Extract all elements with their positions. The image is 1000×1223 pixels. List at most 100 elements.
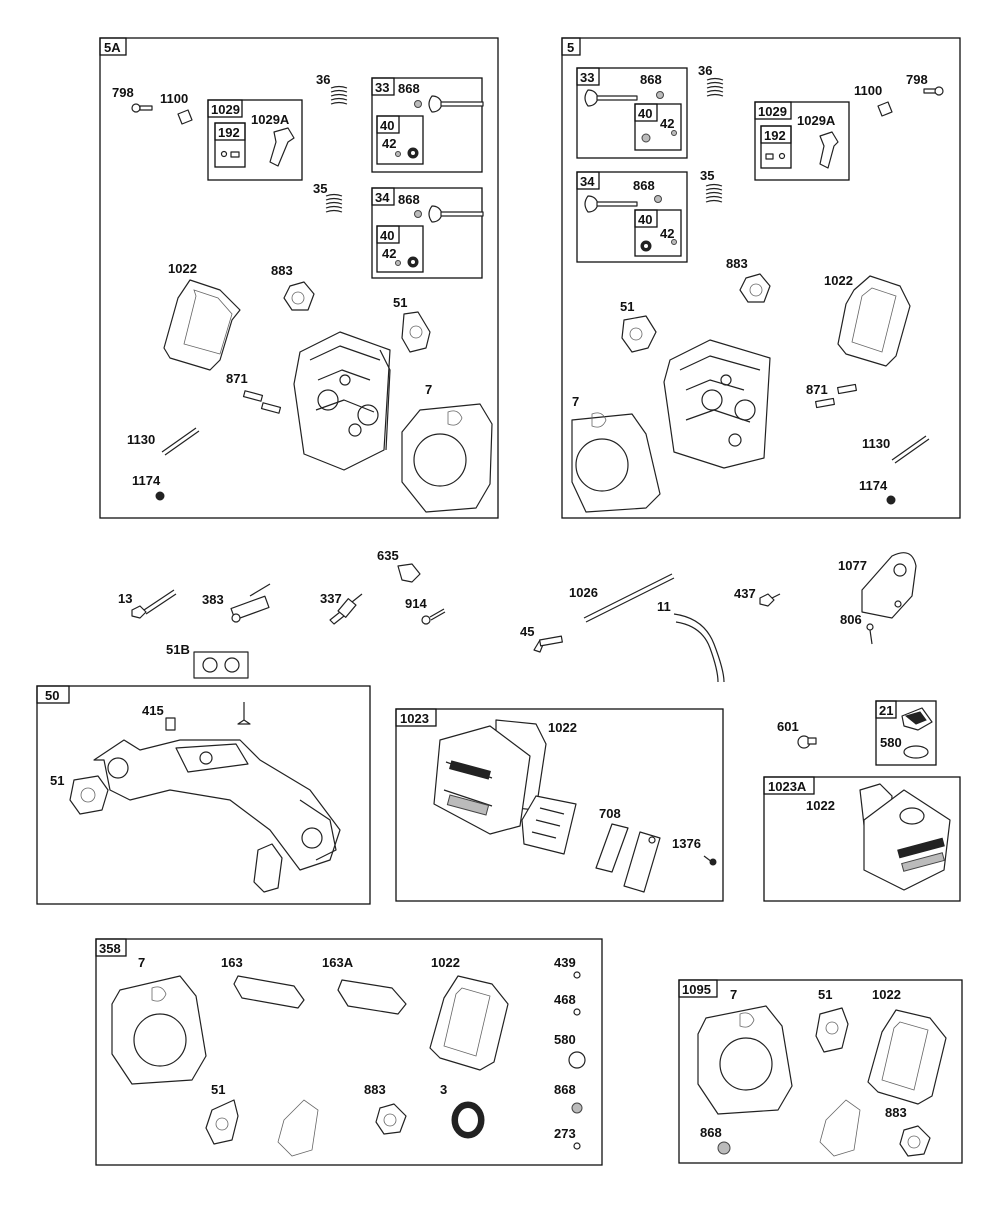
o-ring-icon bbox=[568, 1051, 586, 1069]
gasket-icon bbox=[163, 279, 241, 371]
gasket-icon bbox=[283, 281, 315, 311]
group-1095: 1095 7 51 1022 868 883 bbox=[678, 979, 963, 1164]
group-21-frame bbox=[875, 700, 937, 766]
gasket-icon bbox=[429, 975, 509, 1071]
bolt-icon bbox=[759, 593, 781, 607]
part-label: 42 bbox=[382, 136, 396, 151]
gasket-icon bbox=[815, 1007, 849, 1053]
group-5A-frame bbox=[99, 37, 499, 519]
part-label: 883 bbox=[726, 256, 748, 271]
part-label: 868 bbox=[398, 81, 420, 96]
screw-icon bbox=[703, 855, 717, 866]
subgroup-label: 40 bbox=[380, 118, 394, 133]
part-label: 1022 bbox=[548, 720, 577, 735]
valve-seal-icon bbox=[717, 1141, 731, 1155]
group-1023-frame bbox=[395, 708, 724, 902]
part-label: 51 bbox=[50, 773, 64, 788]
group-label: 358 bbox=[99, 941, 121, 956]
valve-cover-icon bbox=[863, 789, 951, 891]
dowel-icon bbox=[260, 402, 282, 414]
part-label: 868 bbox=[633, 178, 655, 193]
gasket-icon bbox=[739, 273, 771, 303]
pivot-icon bbox=[177, 109, 193, 125]
head-gasket-icon bbox=[111, 975, 207, 1085]
elbow-fitting-icon bbox=[397, 563, 421, 583]
bolt-icon bbox=[131, 103, 153, 113]
part-label: 601 bbox=[777, 719, 799, 734]
valve-seal-icon bbox=[640, 240, 652, 252]
gasket-icon bbox=[205, 1099, 239, 1145]
breather-icon bbox=[521, 795, 577, 855]
part-label: 7 bbox=[572, 394, 579, 409]
part-label: 1130 bbox=[862, 436, 890, 451]
gasket-icon bbox=[867, 1009, 947, 1105]
rocker-arm-icon bbox=[819, 131, 839, 169]
screw-icon bbox=[866, 623, 874, 645]
part-label: 580 bbox=[880, 735, 902, 750]
group-label: 21 bbox=[879, 703, 893, 718]
part-label: 1022 bbox=[824, 273, 853, 288]
part-label: 36 bbox=[698, 63, 712, 78]
subgroup-label: 40 bbox=[380, 228, 394, 243]
part-label: 415 bbox=[142, 703, 164, 718]
gasket-icon bbox=[401, 311, 431, 353]
part-label: 51 bbox=[620, 299, 634, 314]
part-label: 7 bbox=[138, 955, 145, 970]
gasket-icon bbox=[253, 843, 283, 893]
group-5: 5 33 868 40 42 36 798 1100 1029 1029A 19… bbox=[561, 37, 961, 519]
o-ring-icon bbox=[903, 745, 929, 759]
part-label: 914 bbox=[405, 596, 427, 611]
part-label: 868 bbox=[554, 1082, 576, 1097]
subgroup-label: 34 bbox=[375, 190, 390, 205]
pivot-icon bbox=[877, 101, 893, 117]
part-label: 42 bbox=[660, 226, 674, 241]
group-label: 50 bbox=[45, 688, 59, 703]
dowel-icon bbox=[837, 383, 857, 395]
part-label: 883 bbox=[271, 263, 293, 278]
valve-cover-icon bbox=[433, 725, 531, 835]
subgroup-label: 34 bbox=[580, 174, 595, 189]
part-label: 871 bbox=[226, 371, 248, 386]
subgroup-label: 192 bbox=[218, 125, 240, 140]
cylinder-head-icon bbox=[293, 331, 391, 471]
group-1023A: 1023A 1022 bbox=[763, 776, 961, 902]
part-label: 3 bbox=[440, 1082, 447, 1097]
subgroup-frame bbox=[207, 99, 303, 181]
group-50-frame bbox=[36, 685, 371, 905]
part-label: 51 bbox=[818, 987, 832, 1002]
group-1095-frame bbox=[678, 979, 963, 1164]
part-label: 163A bbox=[322, 955, 354, 970]
part-label: 1022 bbox=[168, 261, 197, 276]
dowel-icon bbox=[815, 397, 835, 409]
part-label: 1100 bbox=[160, 91, 188, 106]
group-358-frame bbox=[95, 938, 603, 1166]
part-label: 1022 bbox=[872, 987, 901, 1002]
part-label: 1100 bbox=[854, 83, 882, 98]
loose-parts: 635 13 383 337 914 51B 1026 11 45 437 10… bbox=[118, 548, 917, 683]
part-label: 1174 bbox=[859, 478, 888, 493]
part-label: 580 bbox=[554, 1032, 576, 1047]
group-label: 5 bbox=[567, 40, 574, 55]
breather-tube-icon bbox=[230, 583, 271, 623]
valve-icon bbox=[428, 205, 484, 223]
part-label: 868 bbox=[398, 192, 420, 207]
subgroup-frame bbox=[576, 67, 688, 159]
intake-gasket-icon bbox=[193, 651, 249, 679]
part-label: 468 bbox=[554, 992, 576, 1007]
part-label: 35 bbox=[700, 168, 714, 183]
hose-icon bbox=[673, 613, 725, 683]
part-label: 42 bbox=[382, 246, 396, 261]
group-50: 50 415 51 bbox=[36, 685, 371, 905]
part-label: 51B bbox=[166, 642, 190, 657]
gasket-icon bbox=[375, 1103, 407, 1135]
valve-icon bbox=[584, 195, 638, 213]
gasket-icon bbox=[595, 823, 629, 873]
group-label: 1023A bbox=[768, 779, 807, 794]
bracket-icon bbox=[861, 552, 917, 619]
part-label: 36 bbox=[316, 72, 330, 87]
part-label: 1029A bbox=[251, 112, 290, 127]
part-label: 708 bbox=[599, 806, 621, 821]
dowel-icon bbox=[242, 390, 264, 402]
spring-icon bbox=[325, 193, 343, 213]
